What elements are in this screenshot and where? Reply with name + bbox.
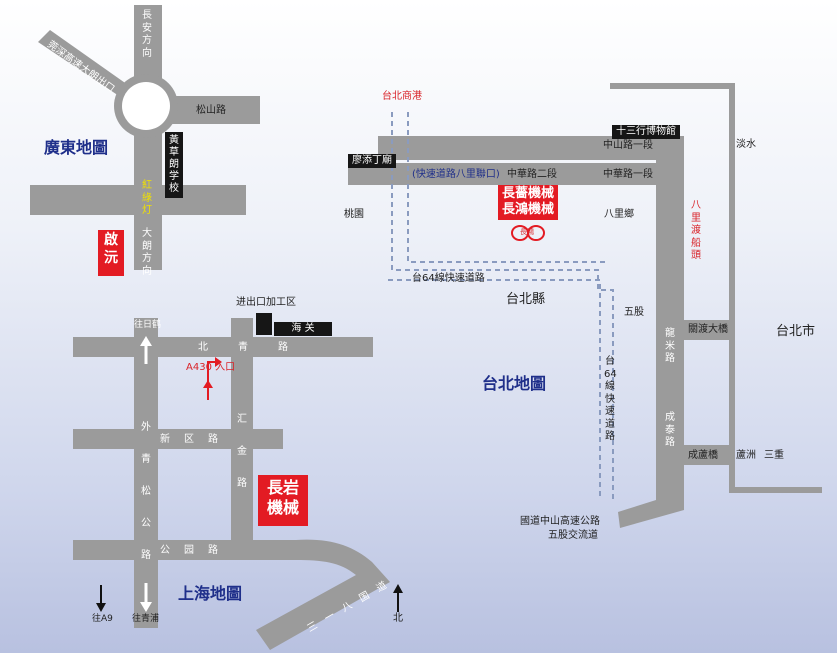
chenglu-bridge-label: 成蘆橋 bbox=[688, 450, 718, 461]
road-label-chengtai: 成泰路 bbox=[665, 412, 675, 448]
to-rijie-label: 往日鹤 bbox=[134, 320, 162, 330]
company-qiyuan: 啟沅 bbox=[98, 230, 124, 276]
taipei-city-label: 台北市 bbox=[776, 324, 816, 339]
sh-road-huijin bbox=[231, 318, 253, 560]
sh-road-waiqingsong bbox=[134, 318, 158, 628]
interchange-line1: 國道中山高速公路 bbox=[520, 516, 600, 527]
school-label: 黃草朗学校 bbox=[165, 132, 183, 198]
danshui-label: 淡水 bbox=[736, 139, 756, 150]
changhong-logo bbox=[511, 225, 545, 241]
sh-zone-building bbox=[256, 313, 272, 335]
interchange-line2: 五股交流道 bbox=[548, 530, 598, 541]
taipei-roads bbox=[348, 136, 730, 528]
changhong-logo-text: 長鴻 bbox=[520, 228, 534, 236]
gd-road-changan bbox=[134, 5, 162, 81]
gd-road-expressway bbox=[38, 30, 135, 102]
road-label-zhonghua2: 中華路二段 bbox=[507, 169, 557, 180]
tp-river-road bbox=[610, 83, 822, 493]
gd-road-cross bbox=[30, 185, 246, 215]
tp-road-longmi-chengtai bbox=[618, 136, 684, 528]
traffic-light-label: 紅綠灯 bbox=[142, 180, 152, 216]
road-label-huijin: 汇金路 bbox=[237, 414, 247, 489]
export-zone-label: 进出口加工区 bbox=[236, 297, 296, 308]
guandu-bridge-label: 關渡大橋 bbox=[688, 324, 728, 335]
tp-route-64-lower bbox=[388, 279, 601, 500]
tai64-vertical-label: 台64線快速道路 bbox=[604, 356, 617, 442]
road-label-zhonghua1: 中華路一段 bbox=[603, 169, 653, 180]
company-changyan: 長岩機械 bbox=[258, 475, 308, 526]
ferry-label: 八里渡船頭 bbox=[691, 200, 701, 261]
road-label-longmi: 龍米路 bbox=[665, 328, 675, 364]
taipei-map-title: 台北地圖 bbox=[482, 374, 547, 393]
express-exit-label: (快速道路八里聯口) bbox=[412, 169, 500, 180]
arrows bbox=[96, 336, 403, 612]
sh-road-xinqu bbox=[73, 429, 283, 449]
road-label-beiqing: 北青路 bbox=[198, 342, 318, 353]
road-label-gongyuan: 公园路 bbox=[160, 545, 232, 556]
tp-road-zhongshan bbox=[378, 136, 684, 160]
north-label: 北 bbox=[393, 613, 403, 624]
sanchong-label: 三重 bbox=[764, 450, 784, 461]
road-label-xinqu: 新区路 bbox=[160, 434, 232, 445]
expressway64-label: 台64線快速道路 bbox=[412, 273, 485, 284]
tp-road-zhonghua bbox=[348, 163, 656, 185]
county-label: 台北縣 bbox=[506, 292, 546, 307]
road-label-zhongshan1: 中山路一段 bbox=[603, 140, 653, 151]
road-label-waiqingsong: 外青松公路 bbox=[141, 422, 151, 561]
taoyuan-label: 桃園 bbox=[344, 209, 364, 220]
sh-road-318 bbox=[256, 539, 390, 650]
wugu-label: 五股 bbox=[624, 307, 644, 318]
tp-dashed-routes bbox=[388, 112, 614, 500]
taipei-port-label: 台北商港 bbox=[382, 91, 422, 102]
luzhou-label: 蘆洲 bbox=[736, 450, 756, 461]
shanghai-map-title: 上海地圖 bbox=[178, 584, 243, 603]
to-a9-label: 往A9 bbox=[92, 614, 113, 624]
tp-road-guandu-bridge bbox=[684, 320, 730, 340]
bali-label: 八里鄉 bbox=[604, 209, 634, 220]
customs-label: 海 关 bbox=[274, 322, 332, 336]
road-label-dalang: 大朗方向 bbox=[142, 228, 152, 277]
tp-road-chenglu-bridge bbox=[684, 445, 730, 465]
shanghai-roads bbox=[73, 318, 390, 650]
museum-label: 十三行博物館 bbox=[612, 125, 680, 139]
liaotian-temple-label: 廖添丁廟 bbox=[348, 154, 396, 168]
road-label-songshan: 松山路 bbox=[196, 105, 226, 116]
gd-roundabout-center bbox=[122, 82, 170, 130]
to-qingpu-label: 往青浦 bbox=[132, 614, 160, 624]
company-changhong: 長薔機械長鴻機械 bbox=[498, 185, 558, 220]
a430-entrance-label: A430 入口 bbox=[186, 362, 236, 373]
tp-route-64-inner bbox=[407, 112, 606, 263]
road-label-changan: 長安方向 bbox=[142, 10, 152, 59]
guangdong-map-title: 廣東地圖 bbox=[44, 138, 109, 157]
